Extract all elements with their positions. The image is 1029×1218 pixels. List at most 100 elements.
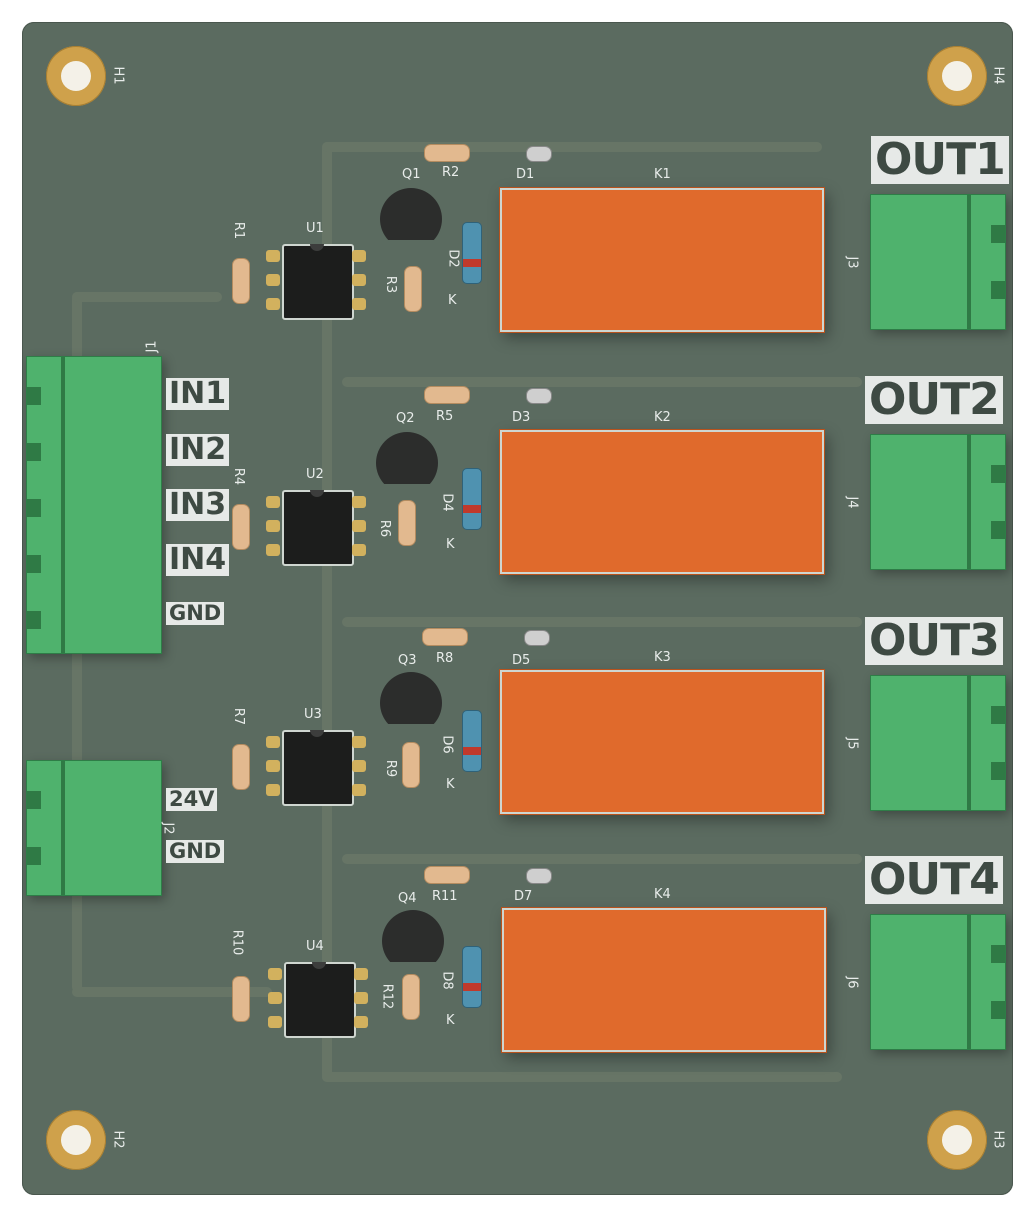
pcb-board: H1 H4 H2 H3 J1 IN1 IN2 IN3 IN4 GND J2 24… (22, 22, 1013, 1195)
led-label-d1: D1 (516, 167, 535, 182)
transistor-label-q3: Q3 (398, 653, 417, 668)
resistor-r4 (232, 504, 250, 550)
relay-k3 (500, 670, 824, 814)
transistor-label-q4: Q4 (398, 891, 417, 906)
diode-cathode-k2: K (446, 537, 455, 552)
transistor-q3 (380, 672, 442, 724)
resistor-label-r7: R7 (231, 707, 247, 726)
diode-label-d8: D8 (439, 971, 455, 990)
led-label-d5: D5 (512, 653, 531, 668)
diode-d2 (462, 222, 482, 284)
resistor-label-r3: R3 (383, 275, 399, 294)
input-label-in2: IN2 (166, 434, 230, 466)
opto-label-u2: U2 (306, 467, 324, 482)
resistor-label-r5: R5 (436, 409, 454, 424)
diode-label-d4: D4 (439, 493, 455, 512)
mounting-hole-h2 (46, 1110, 106, 1170)
terminal-block-j2 (26, 760, 162, 896)
led-label-d7: D7 (514, 889, 533, 904)
resistor-r3 (404, 266, 422, 312)
optocoupler-u2 (282, 490, 354, 566)
resistor-r9 (402, 742, 420, 788)
trace (322, 1072, 842, 1082)
led-d3 (526, 388, 552, 404)
relay-label-k2: K2 (654, 410, 671, 425)
transistor-q1 (380, 188, 442, 240)
diode-d8 (462, 946, 482, 1008)
power-label-gnd: GND (166, 840, 225, 863)
trace (72, 987, 272, 997)
hole-label-h3: H3 (990, 1130, 1006, 1149)
opto-label-u4: U4 (306, 939, 324, 954)
opto-label-u1: U1 (306, 221, 324, 236)
input-label-in1: IN1 (166, 378, 230, 410)
transistor-q2 (376, 432, 438, 484)
resistor-label-r2: R2 (442, 165, 460, 180)
resistor-r5 (424, 386, 470, 404)
led-d1 (526, 146, 552, 162)
terminal-block-j5 (870, 675, 1006, 811)
opto-label-u3: U3 (304, 707, 322, 722)
resistor-r10 (232, 976, 250, 1022)
power-label-24v: 24V (166, 788, 218, 811)
resistor-label-r9: R9 (383, 759, 399, 778)
resistor-label-r8: R8 (436, 651, 454, 666)
output-label-out1: OUT1 (871, 136, 1009, 184)
resistor-label-r6: R6 (377, 519, 393, 538)
relay-k2 (500, 430, 824, 574)
resistor-label-r4: R4 (231, 467, 247, 486)
transistor-q4 (382, 910, 444, 962)
optocoupler-u4 (284, 962, 356, 1038)
terminal-block-j3 (870, 194, 1006, 330)
connector-label-j5: J5 (844, 737, 860, 750)
connector-label-j4: J4 (844, 496, 860, 509)
diode-cathode-k4: K (446, 1013, 455, 1028)
terminal-block-j1 (26, 356, 162, 654)
mounting-hole-h1 (46, 46, 106, 106)
optocoupler-u1 (282, 244, 354, 320)
relay-label-k3: K3 (654, 650, 671, 665)
resistor-r12 (402, 974, 420, 1020)
resistor-r11 (424, 866, 470, 884)
output-label-out2: OUT2 (865, 376, 1003, 424)
trace (342, 617, 862, 627)
resistor-label-r10: R10 (229, 929, 245, 956)
resistor-label-r12: R12 (379, 983, 395, 1010)
diode-cathode-k1: K (448, 293, 457, 308)
diode-cathode-k3: K (446, 777, 455, 792)
input-label-in4: IN4 (166, 544, 230, 576)
led-d7 (526, 868, 552, 884)
resistor-r7 (232, 744, 250, 790)
trace (322, 142, 332, 1082)
led-d5 (524, 630, 550, 646)
transistor-label-q2: Q2 (396, 411, 415, 426)
output-label-out4: OUT4 (865, 856, 1003, 904)
connector-label-j6: J6 (844, 976, 860, 989)
hole-label-h2: H2 (110, 1130, 126, 1149)
relay-label-k4: K4 (654, 887, 671, 902)
diode-label-d6: D6 (439, 735, 455, 754)
resistor-r6 (398, 500, 416, 546)
terminal-block-j6 (870, 914, 1006, 1050)
diode-d4 (462, 468, 482, 530)
hole-label-h4: H4 (990, 66, 1006, 85)
trace (322, 142, 822, 152)
optocoupler-u3 (282, 730, 354, 806)
resistor-label-r1: R1 (231, 221, 247, 240)
diode-d6 (462, 710, 482, 772)
resistor-r1 (232, 258, 250, 304)
connector-label-j2: J2 (160, 822, 176, 835)
hole-label-h1: H1 (110, 66, 126, 85)
diode-label-d2: D2 (445, 249, 461, 268)
led-label-d3: D3 (512, 410, 531, 425)
trace (342, 377, 862, 387)
trace (342, 854, 862, 864)
relay-k1 (500, 188, 824, 332)
resistor-r2 (424, 144, 470, 162)
resistor-r8 (422, 628, 468, 646)
input-label-gnd: GND (166, 602, 225, 625)
trace (72, 292, 222, 302)
terminal-block-j4 (870, 434, 1006, 570)
resistor-label-r11: R11 (432, 889, 458, 904)
connector-label-j1: J1 (144, 340, 160, 353)
